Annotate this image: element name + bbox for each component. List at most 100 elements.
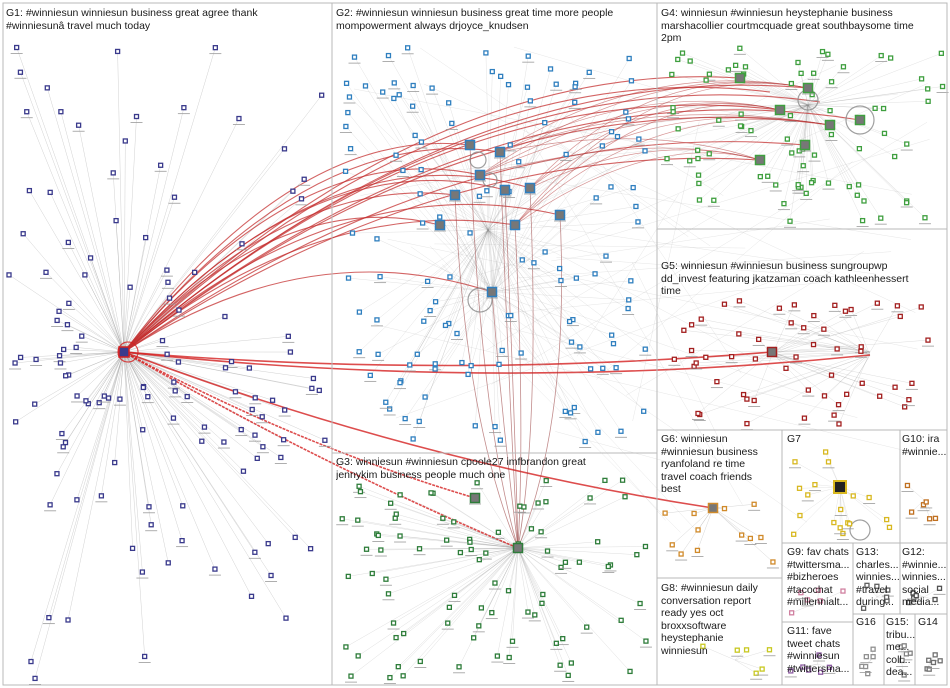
graph-node [416, 418, 422, 425]
graph-node [737, 45, 743, 51]
graph-node [926, 516, 933, 522]
group-box-g14 [914, 613, 948, 686]
graph-node [497, 437, 504, 443]
graph-node [892, 384, 898, 390]
graph-node [695, 155, 701, 162]
graph-node [319, 92, 325, 98]
graph-node [642, 543, 649, 550]
graph-node [860, 605, 867, 611]
graph-node [870, 646, 876, 652]
graph-node [377, 273, 383, 280]
graph-node [307, 546, 314, 552]
graph-node [566, 318, 573, 325]
graph-node [509, 219, 521, 231]
graph-node [175, 359, 182, 365]
graph-node [770, 559, 776, 565]
graph-node [524, 182, 536, 194]
graph-node [623, 109, 629, 115]
graph-node [46, 614, 52, 621]
graph-node [608, 129, 615, 135]
graph-node [192, 269, 198, 276]
graph-node [903, 651, 910, 657]
graph-node [75, 122, 82, 128]
graph-node [711, 197, 717, 203]
graph-node [252, 549, 258, 555]
graph-node [343, 644, 349, 650]
graph-node [356, 349, 362, 355]
graph-node [678, 551, 684, 557]
graph-node [815, 587, 822, 593]
graph-node [512, 542, 524, 554]
graph-node [456, 664, 462, 670]
graph-node [127, 284, 133, 290]
graph-node [527, 98, 533, 104]
graph-node [483, 50, 489, 56]
graph-node [446, 100, 452, 106]
graph-node [388, 500, 394, 506]
graph-node [633, 203, 639, 210]
graph-node [688, 322, 695, 328]
graph-node [59, 430, 65, 437]
graph-node [60, 444, 66, 450]
graph-node [838, 506, 844, 513]
graph-node [17, 69, 24, 75]
graph-node [553, 640, 559, 646]
graph-node [909, 380, 915, 386]
graph-node [696, 180, 702, 187]
graph-node [872, 105, 878, 111]
graph-node [143, 234, 149, 241]
graph-node [584, 624, 590, 630]
graph-node [378, 547, 384, 553]
graph-node [563, 151, 569, 158]
graph-node [795, 182, 801, 188]
graph-node [292, 534, 298, 541]
graph-node [751, 397, 757, 404]
graph-node [281, 146, 288, 152]
graph-node [401, 630, 407, 637]
graph-node [486, 286, 498, 298]
graph-node [854, 114, 866, 126]
graph-node [260, 444, 266, 450]
graph-node [428, 490, 434, 496]
graph-node [918, 76, 925, 82]
graph-node [467, 230, 473, 236]
graph-node [618, 428, 624, 434]
graph-node [798, 70, 804, 77]
graph-node [110, 170, 116, 176]
graph-node [903, 200, 910, 206]
graph-node [374, 317, 380, 323]
graph-node [62, 439, 69, 446]
graph-node [808, 180, 815, 186]
graph-node [828, 79, 835, 85]
graph-node [930, 659, 937, 666]
graph-node [140, 384, 146, 391]
graph-node [232, 389, 239, 395]
graph-node [859, 380, 865, 386]
graph-node [499, 184, 511, 196]
graph-node [117, 396, 123, 402]
graph-node [757, 173, 763, 180]
graph-node [390, 620, 397, 626]
graph-node [363, 546, 370, 552]
graph-node [56, 308, 62, 314]
graph-node [886, 524, 893, 531]
graph-node [283, 615, 289, 621]
graph-node [421, 318, 427, 324]
graph-node [498, 73, 504, 80]
graph-node [789, 150, 795, 156]
graph-node [694, 547, 701, 554]
graph-node [840, 588, 846, 594]
graph-node [738, 111, 744, 117]
graph-node [179, 537, 185, 544]
graph-node [792, 459, 798, 465]
graph-node [254, 455, 260, 461]
graph-node [803, 190, 809, 197]
graph-node [280, 437, 287, 443]
graph-node [87, 255, 94, 261]
graph-node [810, 341, 817, 348]
group-box-g16 [852, 613, 885, 686]
graph-node [797, 512, 803, 519]
graph-node [32, 675, 38, 682]
graph-node [535, 500, 541, 506]
